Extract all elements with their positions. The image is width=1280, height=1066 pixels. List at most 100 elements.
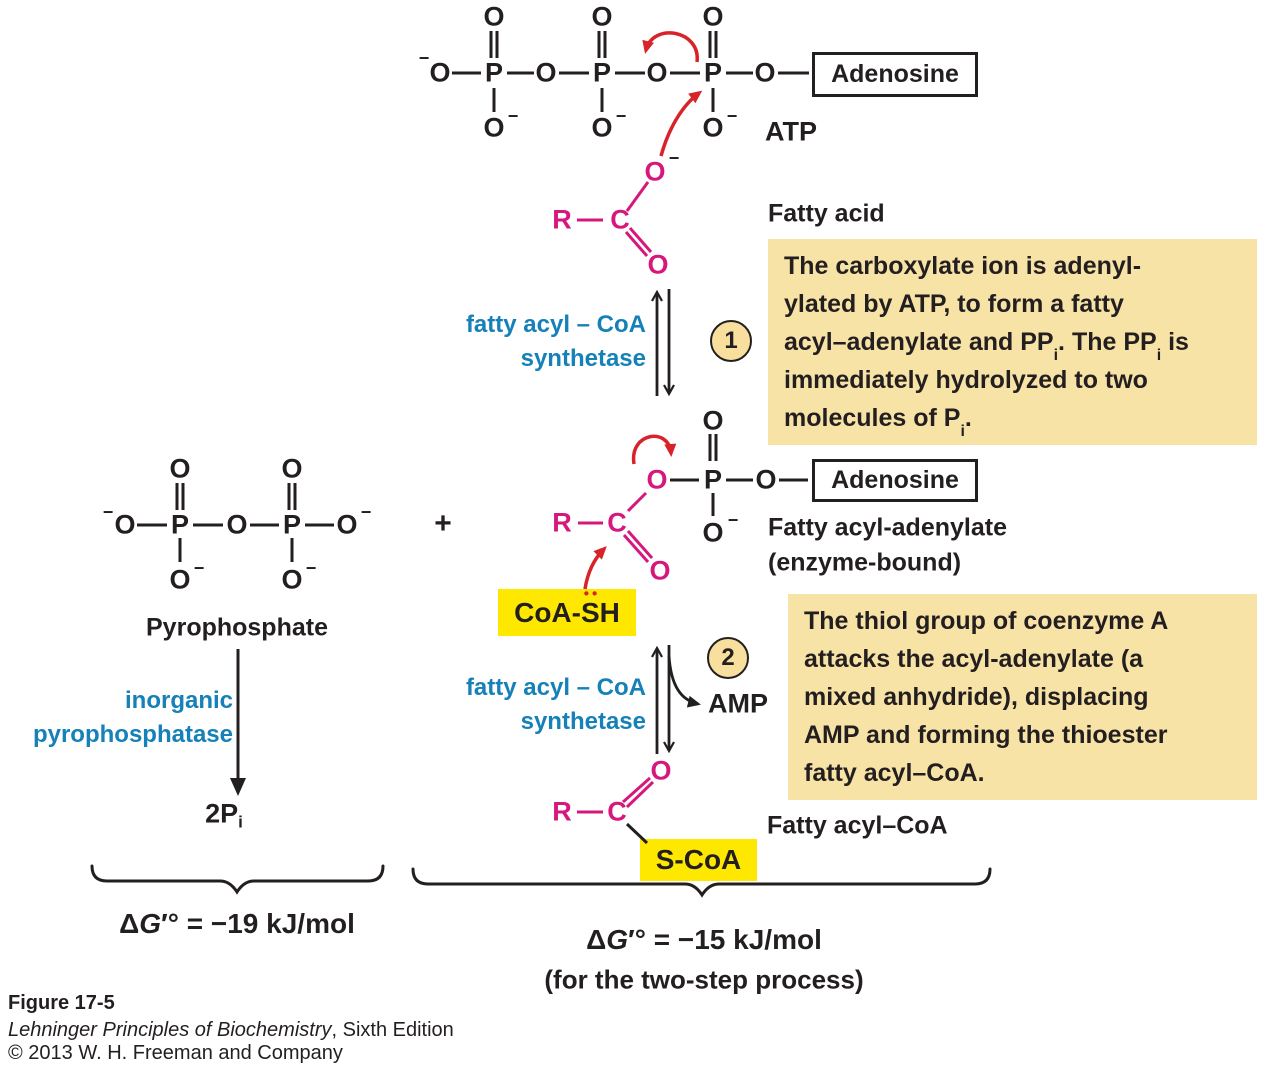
dg1-value: ′° = −19 kJ/mol — [161, 908, 355, 939]
coash-text-pre: CoA- — [514, 596, 581, 628]
fa-carbonyl-o: O — [647, 249, 669, 280]
annotation1-line3a: acyl–adenylate and PP — [784, 328, 1054, 356]
pp-bottom-o2: O — [281, 564, 303, 595]
underbraces — [90, 864, 992, 898]
two-pi-label: 2Pi — [205, 798, 243, 832]
thiol-attack-arrow — [583, 546, 607, 590]
fa-carboxylate-o: O — [644, 156, 666, 187]
annotation1-line2: ylated by ATP, to form a fatty — [784, 290, 1124, 318]
annotation1-line5a: molecules of P — [784, 404, 961, 432]
step2-badge: 2 — [707, 637, 749, 679]
pp-top-o1: O — [169, 453, 191, 484]
figure-number: Figure 17-5 — [8, 992, 115, 1014]
ppase-line2: pyrophosphatase — [32, 721, 233, 748]
left-underbrace — [90, 864, 385, 895]
fa-carbon: C — [610, 204, 630, 235]
adenosine-label: Adenosine — [831, 466, 959, 494]
enzyme2-line2: synthetase — [520, 708, 646, 735]
dg2-value: ′° = −15 kJ/mol — [628, 924, 822, 955]
g-symbol: G — [606, 924, 629, 955]
adenosine-label: Adenosine — [831, 60, 959, 88]
annotation2-line4: AMP and forming the thioester — [804, 721, 1168, 749]
annotation1-line3c: is — [1161, 328, 1189, 356]
adenosine-box-atp: Adenosine — [812, 52, 978, 97]
atp-p-beta: P — [592, 57, 612, 88]
adenosine-box-adenylate: Adenosine — [812, 459, 978, 502]
facoa-label: Fatty acyl–CoA — [767, 811, 948, 840]
two-step-note: (for the two-step process) — [544, 964, 864, 995]
pp-bottom-minus1: − — [193, 558, 205, 578]
annotation1-line5b: . — [964, 404, 972, 432]
annotation1-line4: immediately hydrolyzed to two — [784, 366, 1148, 394]
book-edition: , Sixth Edition — [331, 1019, 454, 1041]
carboxylate-attack-arrow — [659, 90, 703, 157]
ade-bottom-minus: − — [727, 510, 739, 530]
atp-bottom-minus2: − — [615, 106, 627, 126]
pp-terminal-minus-left: − — [102, 502, 114, 522]
pp-terminal-minus-right: − — [360, 502, 372, 522]
coash-text-post: H — [599, 596, 620, 628]
enzyme1-line1: fatty acyl – CoA — [465, 311, 646, 338]
ade-top-o: O — [702, 405, 724, 436]
delta-g-two-step: ΔG′° = −15 kJ/mol — [586, 924, 822, 956]
step1-number: 1 — [724, 327, 738, 354]
annotation2-line1: The thiol group of coenzyme A — [804, 607, 1169, 635]
two-pi-subscript: i — [238, 812, 243, 832]
equilibrium-arrows-step2 — [651, 645, 701, 754]
scoa-text: S-CoA — [655, 844, 742, 875]
ade-carbon: C — [607, 507, 627, 538]
plus-sign: + — [434, 507, 452, 540]
pp-bottom-minus2: − — [305, 558, 317, 578]
delta-symbol: Δ — [119, 908, 140, 939]
coash-sulfur: S — [580, 596, 600, 628]
atp-bottom-o1: O — [483, 112, 505, 143]
lone-pair-dots: •• — [583, 585, 601, 603]
fa-r-group: R — [552, 204, 572, 235]
ade-r-group: R — [552, 507, 572, 538]
pp-bottom-o1: O — [169, 564, 191, 595]
atp-bottom-o2: O — [591, 112, 613, 143]
pp-o1: O — [114, 509, 136, 540]
annotation-box-step2: The thiol group of coenzyme A attacks th… — [788, 594, 1257, 800]
atp-bottom-o3: O — [702, 112, 724, 143]
adenylate-bonds — [670, 434, 808, 516]
annotation2-line3: mixed anhydride), displacing — [804, 683, 1149, 711]
atp-bottom-minus1: − — [507, 106, 519, 126]
pp-bridge-o: O — [226, 509, 248, 540]
atp-p-alpha: P — [703, 57, 723, 88]
facoa-carbonyl-o: O — [650, 755, 672, 786]
annotation1-line3: acyl–adenylate and PPi. The PPi is — [784, 323, 1241, 364]
atp-bottom-minus3: − — [726, 106, 738, 126]
g-symbol: G — [139, 908, 162, 939]
atp-top-o1: O — [483, 1, 505, 32]
atp-bridge-o3: O — [754, 57, 776, 88]
bond-cleavage-arrow-adenylate — [632, 434, 677, 465]
atp-terminal-minus: − — [418, 48, 430, 68]
annotation-box-step1: The carboxylate ion is adenyl- ylated by… — [768, 239, 1257, 445]
atp-top-o3: O — [702, 1, 724, 32]
pp-o2: O — [336, 509, 358, 540]
pp-i-subscript: i — [1053, 347, 1059, 364]
annotation1-line1: The carboxylate ion is adenyl- — [784, 252, 1142, 280]
atp-p-gamma: P — [484, 57, 504, 88]
annotation2-line5: fatty acyl–CoA. — [804, 759, 985, 787]
step1-badge: 1 — [710, 320, 752, 362]
adenylate-label-line2: (enzyme-bound) — [768, 548, 962, 577]
ade-bridge-o: O — [755, 464, 777, 495]
ade-ester-o: O — [646, 464, 668, 495]
scoa-highlight: S-CoA — [640, 839, 757, 881]
atp-bridge-o1: O — [535, 57, 557, 88]
ade-carbonyl-o: O — [649, 555, 671, 586]
delta-symbol: Δ — [586, 924, 607, 955]
atp-label: ATP — [765, 116, 817, 147]
equilibrium-arrows-step1 — [651, 289, 675, 397]
pp-i-subscript: i — [1156, 347, 1162, 364]
pp-p1: P — [170, 509, 190, 540]
atp-o1: O — [429, 57, 451, 88]
book-title-line: Lehninger Principles of Biochemistry, Si… — [8, 1019, 454, 1041]
pyrophosphate-label: Pyrophosphate — [146, 613, 328, 642]
atp-top-o2: O — [591, 1, 613, 32]
